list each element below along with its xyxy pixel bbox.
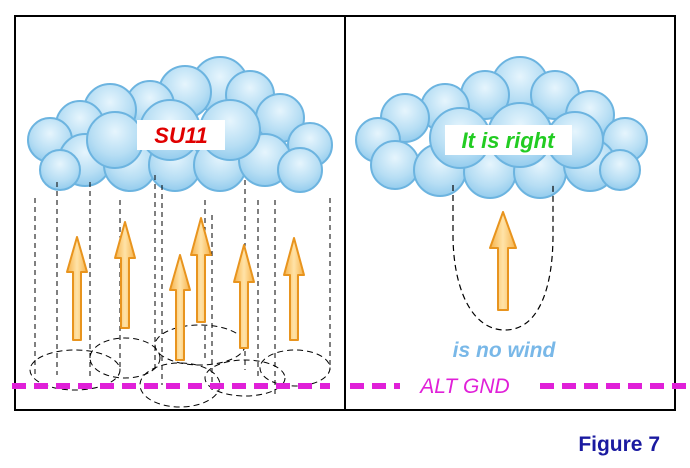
left-label-box bbox=[137, 120, 225, 150]
left-updraft-arrows bbox=[66, 217, 305, 361]
right-panel bbox=[344, 15, 676, 411]
figure-label: Figure 7 bbox=[578, 433, 660, 456]
left-label: SU11 bbox=[154, 123, 207, 148]
right-caption: is no wind bbox=[453, 339, 557, 362]
right-label-box bbox=[445, 125, 572, 155]
updraft-arrow-6 bbox=[283, 237, 305, 341]
updraft-arrow-3 bbox=[169, 254, 191, 361]
right-label: It is right bbox=[462, 128, 557, 153]
ground-label: ALT GND bbox=[418, 375, 509, 398]
updraft-arrow-1 bbox=[66, 236, 88, 341]
updraft-arrow-2 bbox=[114, 221, 136, 329]
left-cloud bbox=[27, 56, 333, 193]
updraft-arrow-4 bbox=[190, 217, 212, 323]
right-updraft-arrow bbox=[489, 211, 517, 311]
updraft-arrow-5 bbox=[233, 244, 255, 349]
right-dashed-downdraft bbox=[452, 185, 554, 331]
